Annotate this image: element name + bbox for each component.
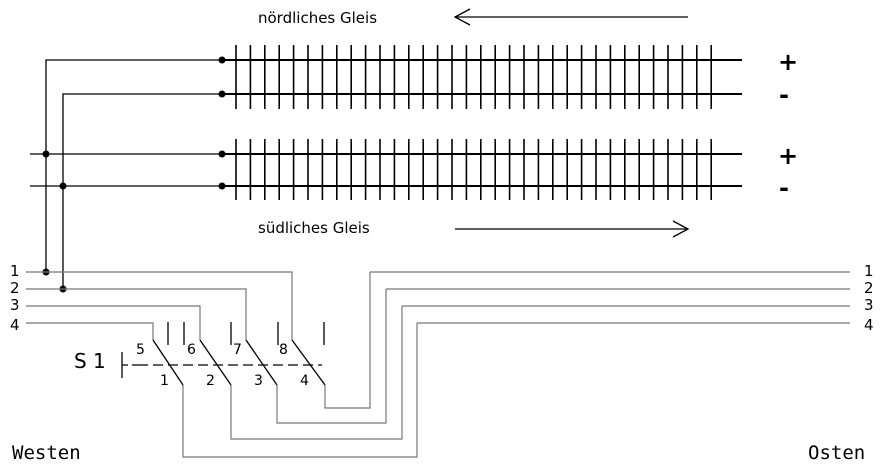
west-label: Westen: [12, 442, 81, 464]
north-plus-sign: +: [778, 48, 798, 76]
bus-label-left-3: 3: [10, 296, 20, 314]
south-minus-sign: -: [779, 174, 789, 202]
bus-label-left-1: 1: [10, 262, 20, 280]
south-track: [222, 139, 742, 200]
contact-label-3: 3: [254, 373, 263, 389]
north-minus-sign: -: [779, 81, 789, 109]
contact-label-2: 2: [206, 373, 215, 389]
switch-s1: [121, 322, 326, 386]
bus-label-right-2: 2: [864, 279, 874, 297]
contact-label-1: 1: [160, 373, 169, 389]
contact-label-7: 7: [233, 342, 242, 358]
switch-name: S 1: [74, 349, 106, 373]
contact-label-8: 8: [279, 342, 288, 358]
bus-lines: [26, 271, 850, 458]
feeder-wires: [30, 59, 222, 289]
south-track-ties: [235, 139, 713, 200]
south-plus-sign: +: [778, 142, 798, 170]
bus-label-right-1: 1: [864, 262, 874, 280]
contact-label-4: 4: [300, 373, 309, 389]
junction-dots: [42, 56, 226, 293]
contact-label-6: 6: [187, 342, 196, 358]
north-track-label: nördliches Gleis: [258, 9, 377, 27]
bus-label-right-4: 4: [864, 316, 874, 334]
bus-label-right-3: 3: [864, 296, 874, 314]
contact-label-5: 5: [136, 342, 145, 358]
east-label: Osten: [808, 442, 865, 464]
east-arrow-icon: [455, 220, 690, 238]
bus-label-left-2: 2: [10, 279, 20, 297]
south-track-label: südliches Gleis: [258, 219, 370, 237]
north-track: [222, 45, 742, 109]
bus-label-left-4: 4: [10, 316, 20, 334]
north-track-ties: [235, 45, 713, 109]
west-arrow-icon: [453, 8, 688, 26]
